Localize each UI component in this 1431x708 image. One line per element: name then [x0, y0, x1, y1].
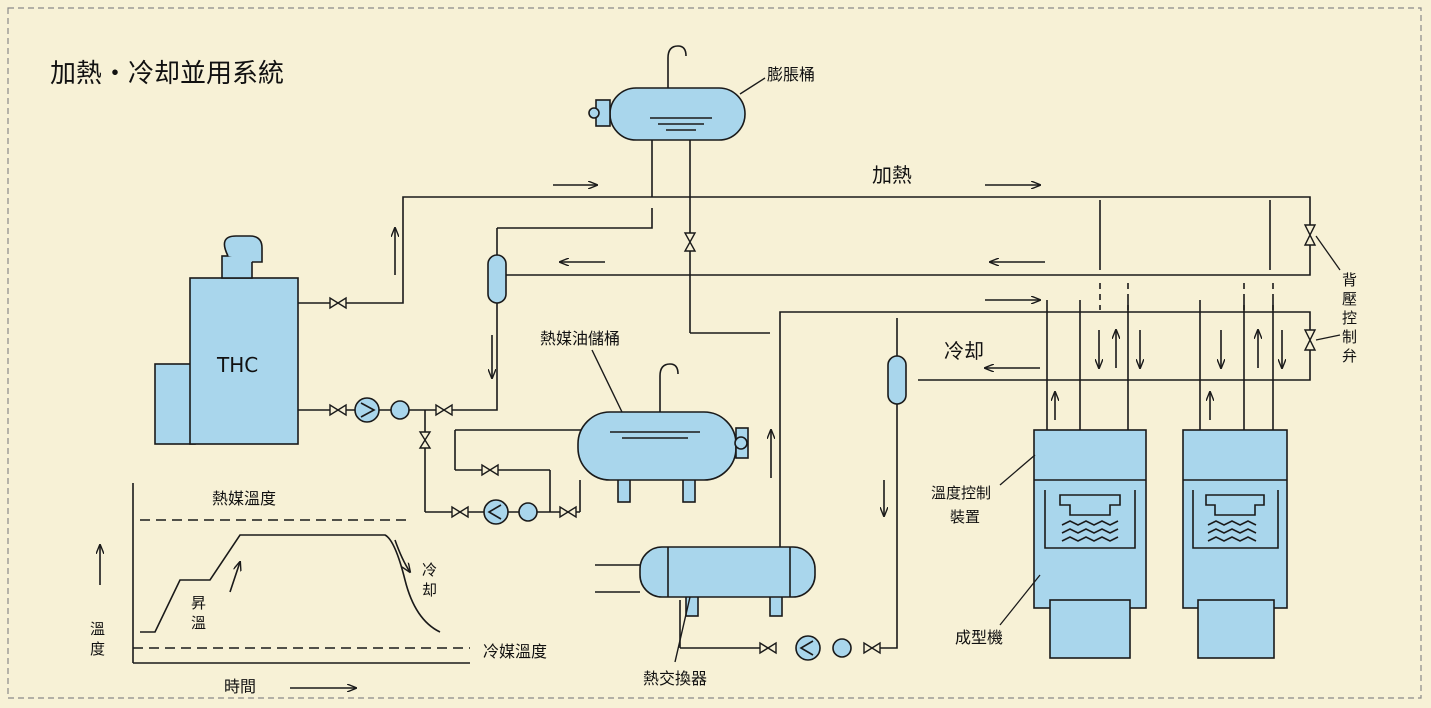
thc-label: THC	[216, 353, 258, 377]
temp-control-label-2: 裝置	[950, 508, 980, 526]
thc-heater	[154, 235, 299, 445]
svg-text:控: 控	[1342, 309, 1357, 327]
svg-text:壓: 壓	[1342, 290, 1357, 308]
heat-medium-temp-label: 熱媒溫度	[212, 489, 276, 508]
diagram-title: 加熱・冷却並用系統	[50, 59, 284, 89]
time-axis-label: 時間	[224, 677, 256, 696]
oil-storage-tank-label: 熱媒油儲桶	[540, 329, 620, 348]
temperature-graph	[100, 483, 470, 688]
back-pressure-valve-label: 背 壓 控 制 弁	[1342, 271, 1357, 365]
temp-control-label-1: 溫度控制	[931, 484, 991, 502]
heat-exchanger-label: 熱交換器	[643, 669, 707, 688]
molding-machine-label: 成型機	[955, 628, 1003, 647]
oil-storage-tank	[577, 363, 749, 503]
heating-separator	[487, 254, 507, 304]
svg-text:弁: 弁	[1342, 347, 1357, 365]
svg-text:冷: 冷	[422, 561, 437, 579]
heat-exchanger	[639, 546, 816, 617]
diagram-border	[7, 7, 1422, 699]
svg-text:溫: 溫	[90, 620, 105, 638]
pump-exchanger	[795, 635, 852, 661]
cooling-separator	[887, 355, 907, 405]
flow-arrows	[395, 185, 1282, 516]
svg-text:溫: 溫	[191, 614, 206, 632]
pump-storage	[483, 499, 538, 525]
coolant-temp-label: 冷媒溫度	[483, 642, 547, 661]
pump-thc	[354, 397, 410, 423]
expansion-tank	[588, 45, 746, 141]
expansion-tank-label: 膨脹桶	[767, 65, 815, 84]
valves	[329, 224, 1317, 655]
rise-label: 昇 溫	[191, 594, 206, 632]
temperature-axis-label: 溫 度	[90, 620, 105, 658]
mold-unit-1	[1033, 429, 1147, 659]
cooling-label: 冷却	[944, 339, 984, 363]
svg-text:背: 背	[1342, 271, 1357, 289]
mold-unit-2	[1182, 429, 1288, 659]
svg-text:制: 制	[1342, 328, 1357, 346]
svg-text:却: 却	[422, 581, 437, 599]
dashed-connectors	[1099, 283, 1274, 310]
svg-text:昇: 昇	[191, 594, 206, 612]
heating-label: 加熱	[872, 163, 912, 187]
svg-text:度: 度	[90, 640, 105, 658]
cool-curve-label: 冷 却	[422, 561, 437, 599]
